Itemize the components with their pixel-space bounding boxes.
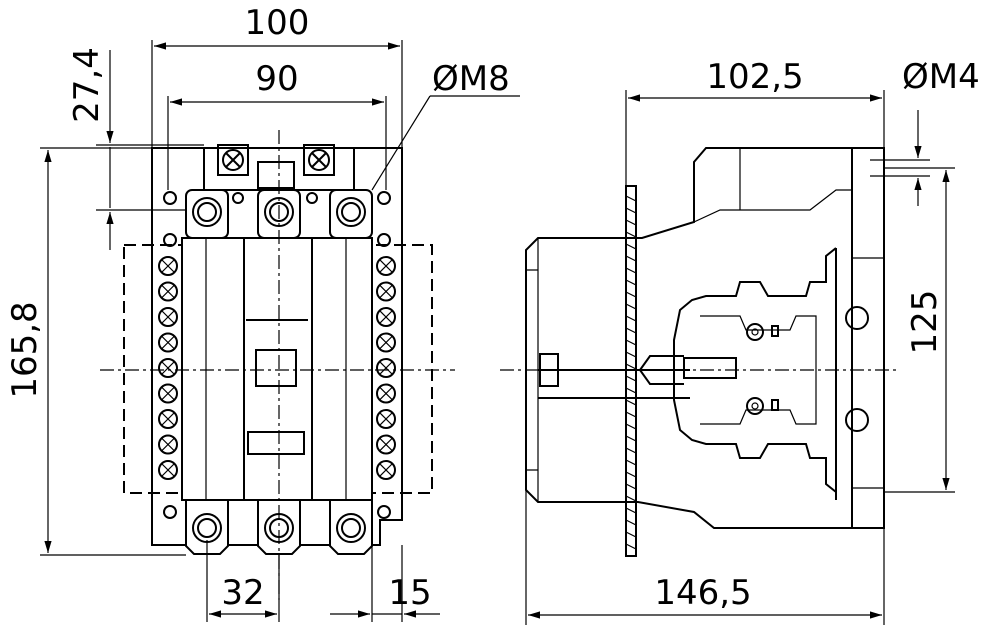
clip-tick (625, 303, 637, 310)
dim-front-height: 165,8 (5, 301, 45, 398)
side-plate-hole-bottom (845, 408, 869, 432)
front-mount-hole-tr (377, 191, 391, 205)
dim-pole-pitch: 32 (221, 573, 264, 613)
side-mechanism-profile (673, 247, 837, 500)
front-bottom-terminal-3 (329, 499, 373, 555)
clip-tick (625, 375, 637, 382)
clip-tick (625, 507, 637, 514)
front-top-terminal-3 (329, 189, 373, 239)
clip-tick (625, 231, 637, 238)
clip-tick (625, 483, 637, 490)
clip-tick (625, 351, 637, 358)
dim-front-width-outer: 100 (245, 3, 310, 43)
clip-tick (625, 387, 637, 394)
clip-tick (625, 291, 637, 298)
clip-tick (625, 339, 637, 346)
clip-tick (625, 495, 637, 502)
clip-tick (625, 363, 637, 370)
clip-tick (625, 459, 637, 466)
side-view (500, 147, 900, 557)
clip-tick (625, 543, 637, 550)
aux-screw-icon (376, 256, 396, 276)
aux-screw-icon (376, 409, 396, 429)
clip-tick (625, 315, 637, 322)
clip-tick (625, 531, 637, 538)
front-label-plate (247, 431, 305, 455)
dim-side-depth-top: 102,5 (706, 57, 803, 97)
front-housing (181, 237, 373, 501)
aux-screw-icon (158, 460, 178, 480)
clip-tick (625, 447, 637, 454)
front-mount-hole-br (377, 505, 391, 519)
front-dimensions: 100 90 27,4 ØM8 165,8 32 15 (5, 3, 520, 622)
front-top-screw-left (217, 144, 249, 176)
side-dimensions: 102,5 ØM4 125 146,5 (525, 57, 980, 625)
side-plate-hole-top (845, 306, 869, 330)
side-upper-housing (525, 147, 852, 529)
clip-tick (625, 411, 637, 418)
dim-side-hole: ØM4 (902, 57, 980, 97)
aux-screw-icon (158, 409, 178, 429)
clip-tick (625, 195, 637, 202)
clip-tick (625, 243, 637, 250)
front-indicator-window (255, 349, 297, 387)
clip-tick (625, 435, 637, 442)
aux-screw-icon (376, 358, 396, 378)
front-mount-hole-ml (163, 233, 177, 247)
dim-top-offset: 27,4 (67, 47, 107, 123)
clip-tick (625, 279, 637, 286)
side-din-clip-ticks (625, 195, 637, 550)
dim-side-mount-height: 125 (905, 290, 945, 355)
dim-terminal-offset: 15 (388, 573, 431, 613)
clip-tick (625, 207, 637, 214)
aux-screw-icon (158, 256, 178, 276)
side-plunger (683, 357, 737, 379)
side-mount-plate (851, 147, 885, 529)
front-mount-hole-tl (163, 191, 177, 205)
front-aux-contacts-right (376, 256, 396, 480)
aux-screw-icon (376, 281, 396, 302)
clip-tick (625, 471, 637, 478)
dim-front-width-mount: 90 (255, 59, 298, 99)
front-view (100, 130, 455, 600)
side-din-clip (625, 185, 637, 557)
front-aux-contacts-left (158, 256, 178, 480)
aux-screw-icon (158, 383, 178, 404)
clip-tick (625, 255, 637, 262)
aux-screw-icon (376, 460, 396, 480)
clip-tick (625, 423, 637, 430)
aux-screw-icon (158, 358, 178, 378)
dim-mount-hole: ØM8 (432, 59, 510, 99)
aux-screw-icon (158, 332, 178, 353)
aux-screw-icon (376, 434, 396, 455)
aux-screw-icon (376, 307, 396, 327)
front-top-tab (257, 161, 295, 189)
aux-screw-icon (158, 434, 178, 455)
leader-m8 (371, 95, 431, 191)
clip-tick (625, 327, 637, 334)
clip-tick (625, 267, 637, 274)
clip-tick (625, 219, 637, 226)
aux-screw-icon (158, 307, 178, 327)
front-top-screw-right (303, 144, 335, 176)
front-mount-hole-bl (163, 505, 177, 519)
aux-screw-icon (376, 383, 396, 404)
aux-screw-icon (158, 281, 178, 302)
front-mount-hole-mr (377, 233, 391, 247)
dim-side-depth-total: 146,5 (654, 573, 751, 613)
clip-tick (625, 519, 637, 526)
clip-tick (625, 399, 637, 406)
front-top-terminal-1 (185, 189, 229, 239)
aux-screw-icon (376, 332, 396, 353)
